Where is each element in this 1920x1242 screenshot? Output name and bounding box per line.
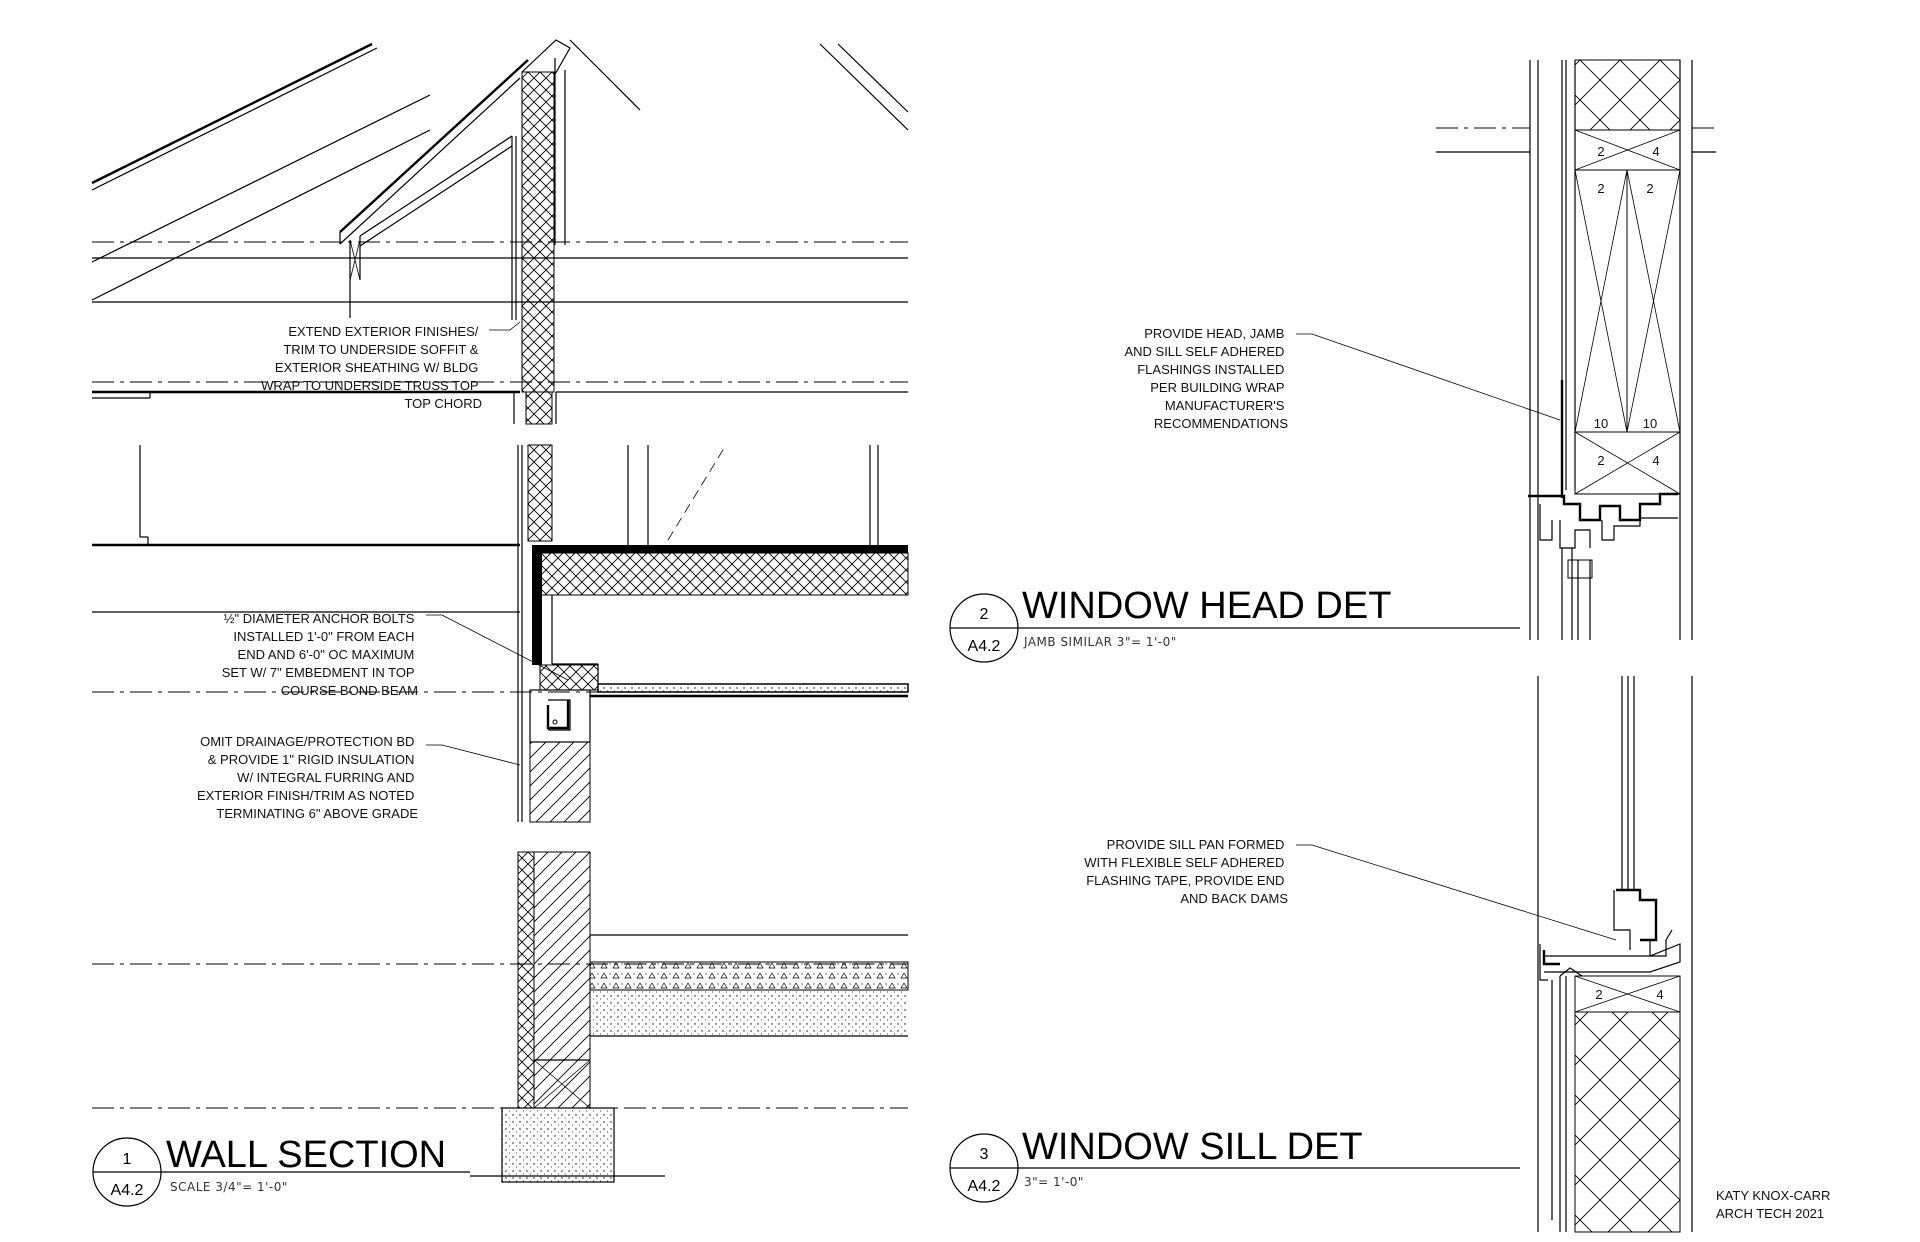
svg-text:10: 10: [1643, 416, 1657, 431]
drainage-leader: [426, 744, 521, 766]
svg-text:4: 4: [1656, 987, 1663, 1002]
detail-scale: JAMB SIMILAR 3"= 1'-0": [1023, 635, 1177, 649]
anchor-bolt-note: ½" DIAMETER ANCHOR BOLTS INSTALLED 1'-0"…: [222, 611, 418, 698]
svg-text:4: 4: [1652, 144, 1659, 159]
svg-text:10: 10: [1594, 416, 1608, 431]
detail-title: WINDOW HEAD DET: [1022, 585, 1391, 627]
wall-section-drawing: [91, 39, 909, 1183]
svg-text:2: 2: [1595, 987, 1602, 1002]
sill-lumber-labels: 2 4: [1595, 987, 1663, 1002]
anchor-bolt-leader: [426, 614, 569, 681]
head-lumber-labels: 2 4 2 2 10 10 2 4: [1594, 144, 1660, 468]
sill-pan-leader: [1296, 844, 1617, 941]
svg-text:2: 2: [1646, 181, 1653, 196]
sill-pan-note: PROVIDE SILL PAN FORMED WITH FLEXIBLE SE…: [1084, 837, 1288, 906]
detail-number: 2: [980, 606, 989, 623]
wall-section-title-block: 1 A4.2 WALL SECTION SCALE 3/4"= 1'-0": [92, 1134, 470, 1207]
svg-text:4: 4: [1652, 453, 1659, 468]
svg-text:2: 2: [1597, 453, 1604, 468]
detail-number: 1: [123, 1151, 132, 1168]
head-flashing-leader: [1296, 333, 1561, 421]
svg-text:2: 2: [1597, 144, 1604, 159]
svg-text:2: 2: [1597, 181, 1604, 196]
detail-title: WINDOW SILL DET: [1022, 1126, 1363, 1168]
window-head-drawing: [1436, 59, 1716, 640]
drainage-note: OMIT DRAINAGE/PROTECTION BD & PROVIDE 1"…: [197, 734, 418, 821]
soffit-note: EXTEND EXTERIOR FINISHES/ TRIM TO UNDERS…: [261, 324, 482, 411]
window-sill-title-block: 3 A4.2 WINDOW SILL DET 3"= 1'-0": [949, 1126, 1520, 1203]
sheet-number: A4.2: [968, 638, 1001, 655]
sheet-number: A4.2: [111, 1182, 144, 1199]
window-sill-drawing: [1537, 676, 1693, 1233]
detail-scale: 3"= 1'-0": [1024, 1175, 1084, 1189]
head-flashing-note: PROVIDE HEAD, JAMB AND SILL SELF ADHERED…: [1124, 326, 1288, 431]
window-head-title-block: 2 A4.2 WINDOW HEAD DET JAMB SIMILAR 3"= …: [949, 585, 1520, 663]
detail-number: 3: [980, 1146, 989, 1163]
author-credit: KATY KNOX-CARR ARCH TECH 2021: [1716, 1188, 1834, 1221]
soffit-leader: [489, 321, 521, 331]
detail-scale: SCALE 3/4"= 1'-0": [170, 1180, 288, 1194]
detail-title: WALL SECTION: [166, 1134, 446, 1176]
sheet-number: A4.2: [968, 1178, 1001, 1195]
